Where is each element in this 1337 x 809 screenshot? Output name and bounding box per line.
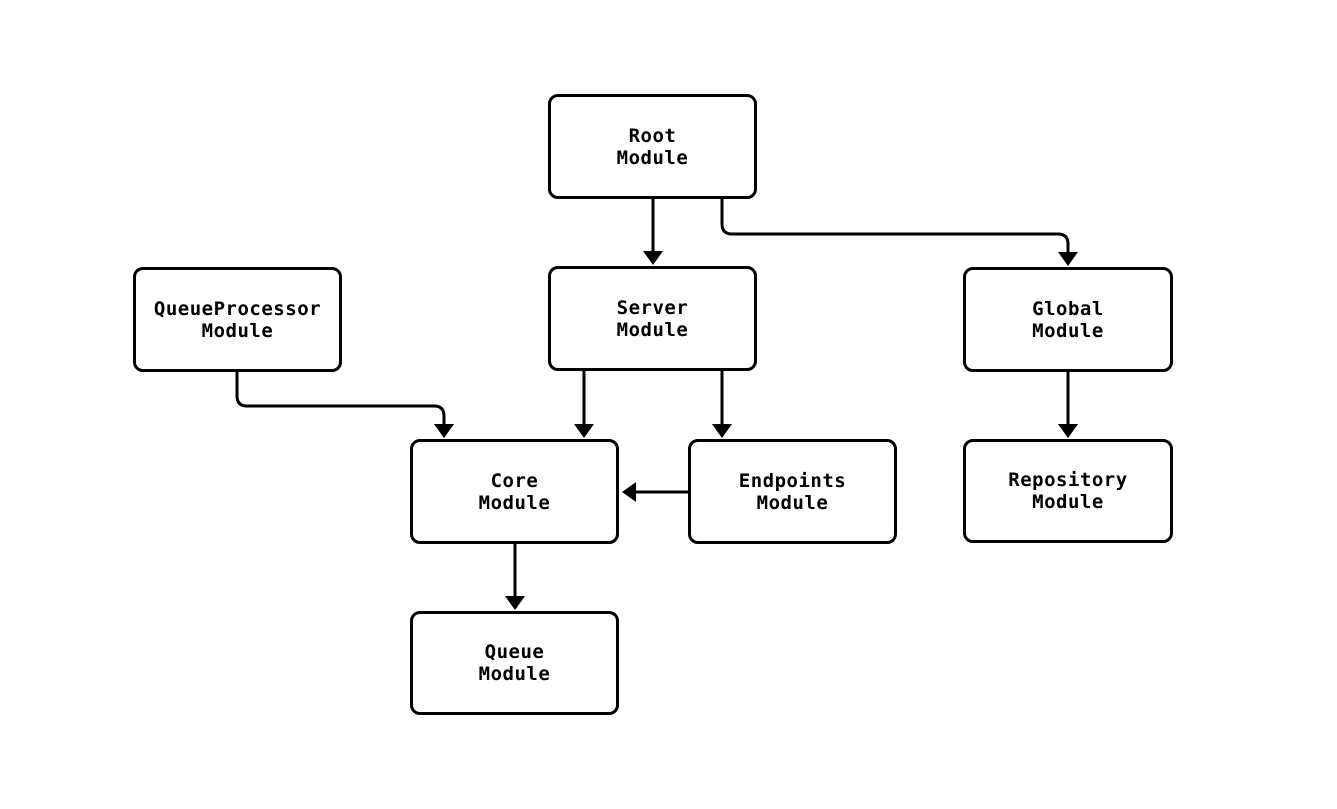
- node-global-module-label-line2: Module: [1032, 319, 1104, 342]
- node-core-module-label-line1: Core: [490, 469, 539, 492]
- node-repository-module-label-line2: Module: [1032, 491, 1104, 513]
- node-global-module-label-line1: Global: [1032, 297, 1104, 320]
- node-queueprocessor-module: QueueProcessor Module: [133, 267, 342, 372]
- node-endpoints-module: Endpoints Module: [688, 439, 897, 544]
- node-queueprocessor-module-label-line1: QueueProcessor: [153, 297, 322, 320]
- node-endpoints-module-label-line1: Endpoints: [738, 469, 847, 492]
- node-server-module-label-line2: Module: [616, 318, 689, 341]
- node-endpoints-module-label-line2: Module: [756, 491, 829, 514]
- node-root-module-label-line2: Module: [616, 146, 689, 169]
- node-queue-module-label-line1: Queue: [484, 641, 545, 663]
- node-global-module: Global Module: [963, 267, 1173, 372]
- node-server-module-label-line1: Server: [616, 296, 689, 319]
- node-queue-module: Queue Module: [410, 611, 619, 715]
- node-root-module-label-line1: Root: [628, 124, 677, 147]
- edge-root-to-global: [720, 199, 1078, 266]
- node-repository-module-label-line1: Repository: [1008, 469, 1128, 491]
- node-core-module-label-line2: Module: [478, 491, 551, 514]
- edge-queueprocessor-to-core: [235, 372, 454, 438]
- node-core-module: Core Module: [410, 439, 619, 544]
- node-queueprocessor-module-label-line2: Module: [201, 319, 274, 342]
- node-queue-module-label-line2: Module: [478, 663, 551, 685]
- node-repository-module: Repository Module: [963, 439, 1173, 543]
- node-server-module: Server Module: [548, 266, 757, 371]
- node-root-module: Root Module: [548, 94, 757, 199]
